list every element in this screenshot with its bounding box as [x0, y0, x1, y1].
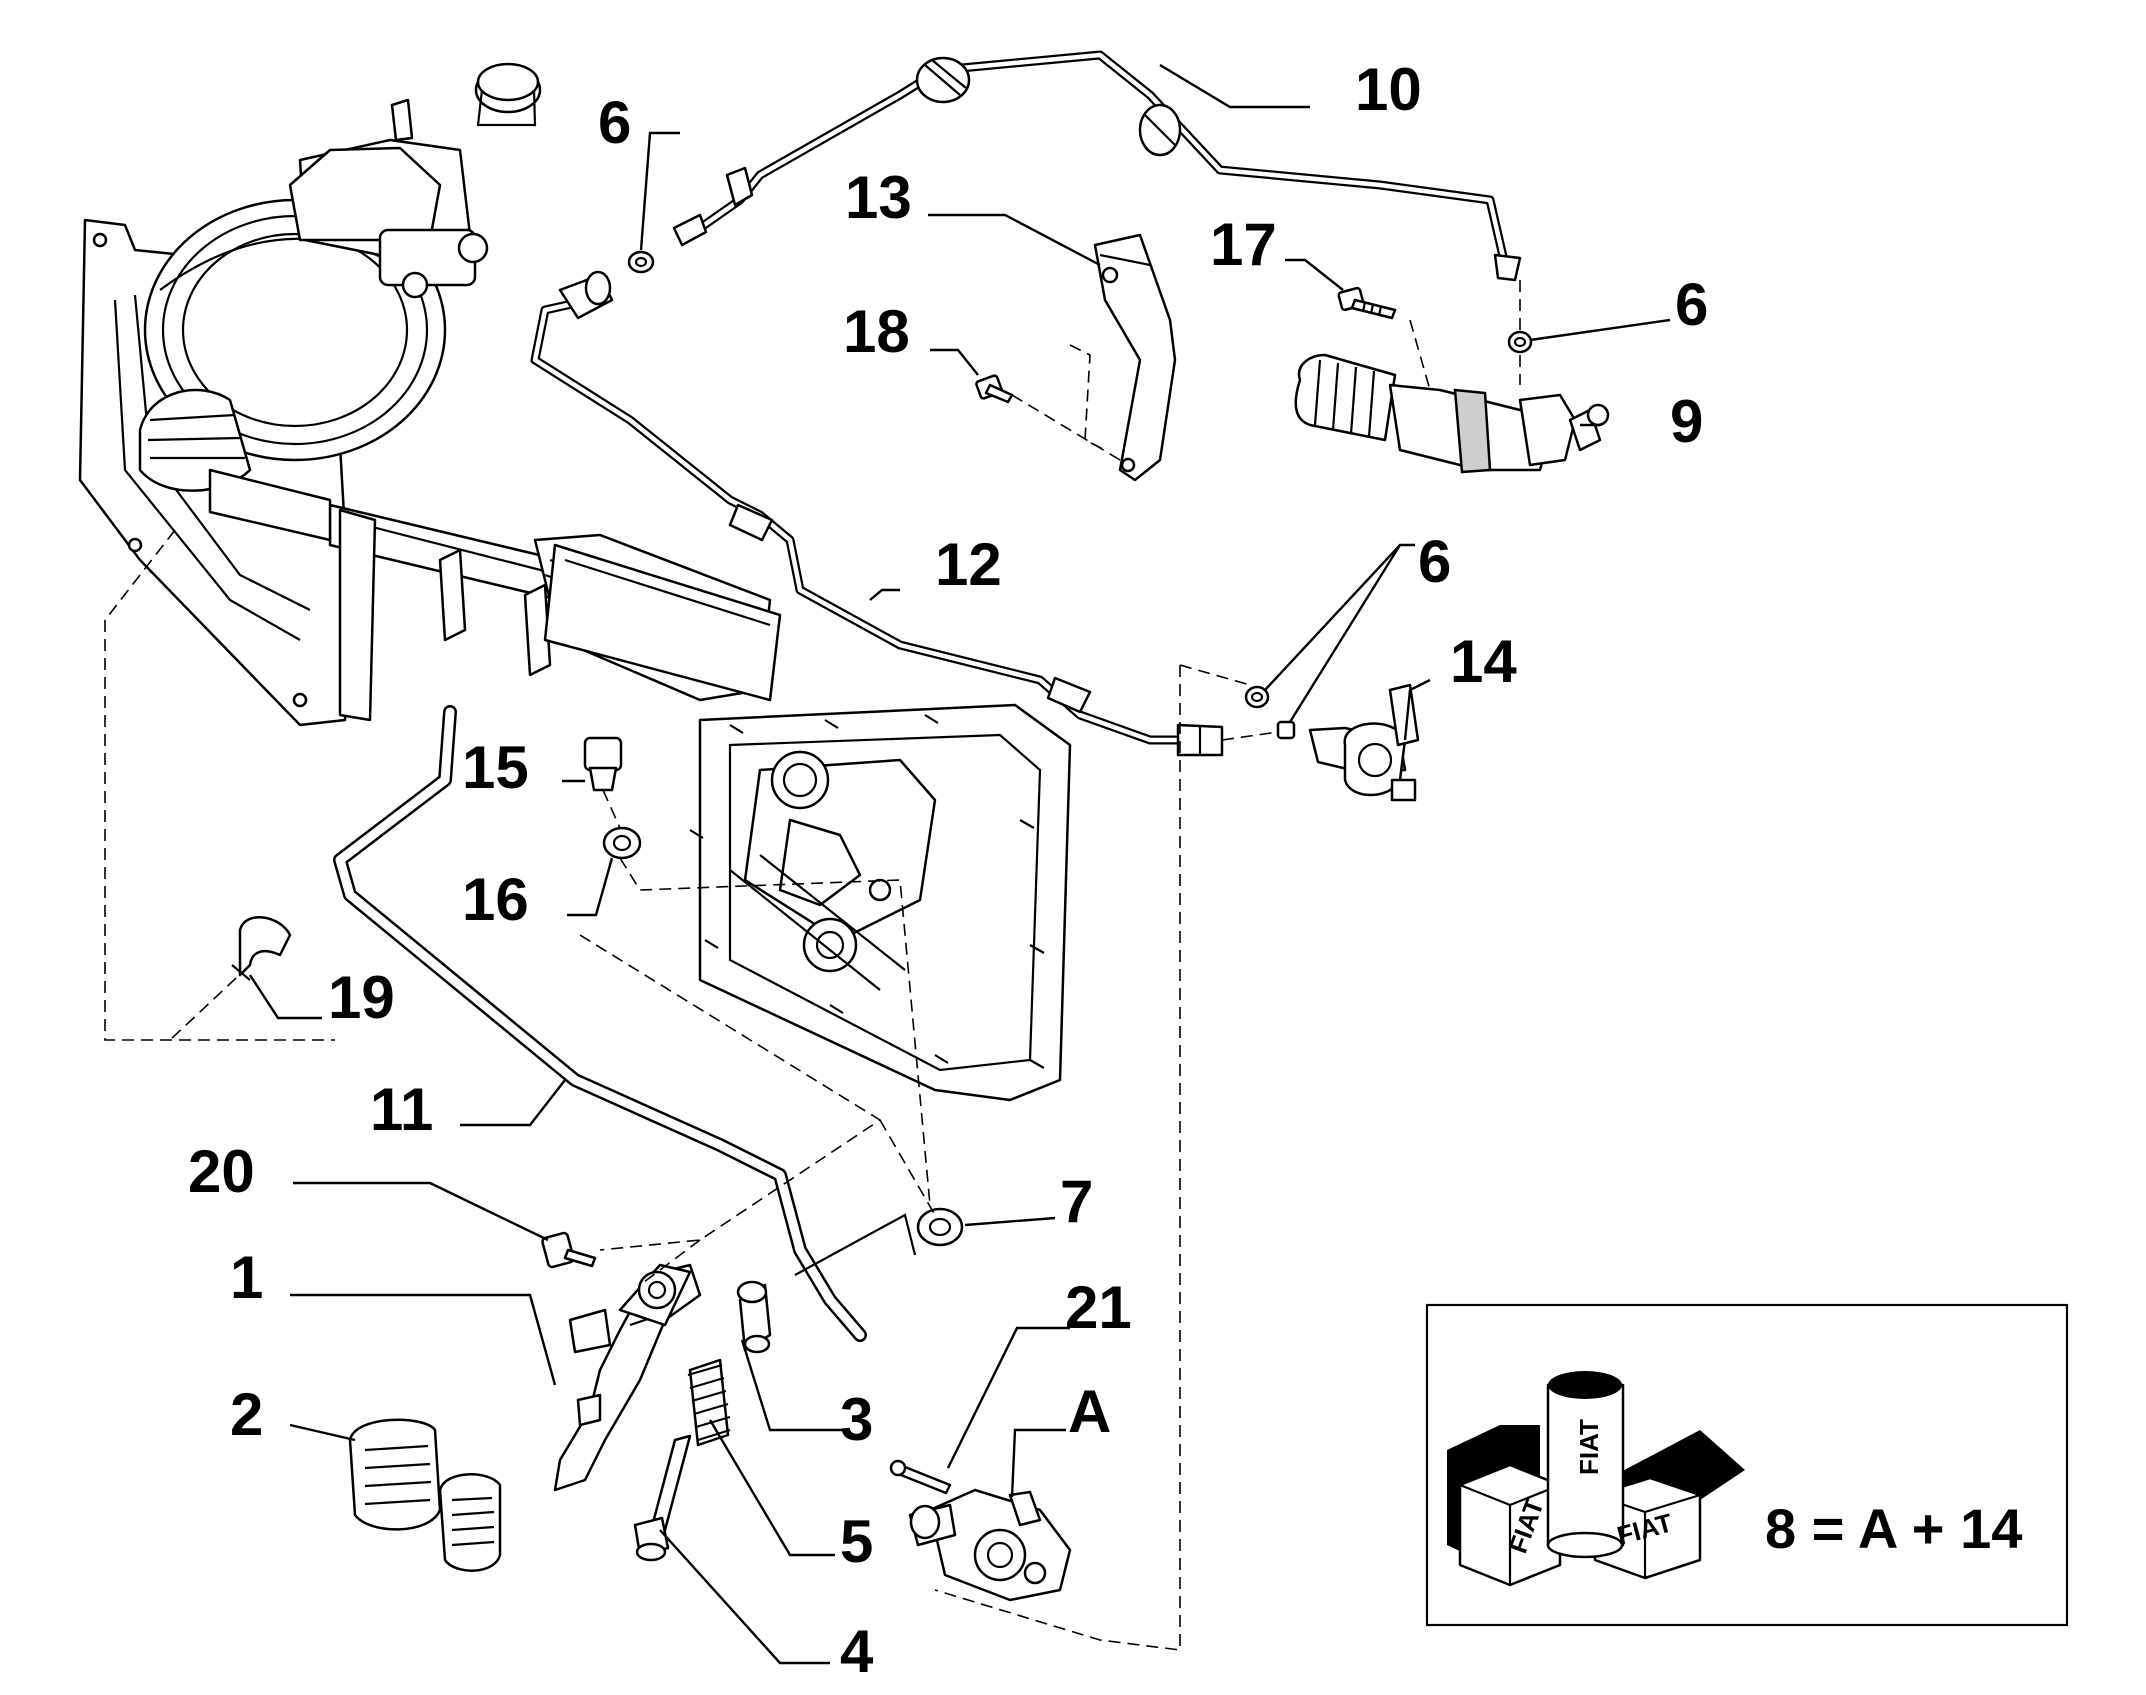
callout-13: 13	[845, 164, 912, 231]
callout-3: 3	[840, 1386, 873, 1453]
callout-20: 20	[188, 1138, 255, 1205]
callout-12: 12	[935, 531, 1002, 598]
assembly-guide-lines	[104, 280, 1521, 1651]
bolt-17	[1337, 286, 1397, 320]
bolt-20	[541, 1231, 597, 1269]
bracket-13	[1093, 233, 1177, 482]
callout-14: 14	[1450, 628, 1517, 695]
clutch-hose-11	[333, 705, 867, 1342]
switch-15	[583, 736, 623, 792]
fiat-logo-can: FIAT	[1574, 1419, 1604, 1475]
master-cylinder-A	[908, 1488, 1072, 1602]
leader-lines	[248, 63, 1671, 1665]
grommet-7	[916, 1207, 964, 1247]
connector-14	[1308, 683, 1420, 802]
callout-16: 16	[462, 866, 529, 933]
callout-18: 18	[843, 298, 910, 365]
seal-6-top	[627, 250, 655, 274]
callout-labels: 1 2 3 4 5 6 6 6 7 9 10 11 12 13 14 15 16…	[188, 56, 1708, 1685]
clutch-pedal-1	[553, 1263, 702, 1492]
callout-10: 10	[1355, 56, 1422, 123]
pedal-mounting-plate	[543, 543, 1072, 1102]
callout-6-lower: 6	[1418, 528, 1451, 595]
bolt-18	[975, 374, 1014, 404]
clutch-pipe-10	[672, 50, 1522, 282]
bolt-4	[633, 1434, 692, 1562]
callout-17: 17	[1210, 211, 1277, 278]
callout-19: 19	[328, 964, 395, 1031]
clutch-pipe-12	[530, 270, 1224, 757]
callout-6-right: 6	[1675, 271, 1708, 338]
brake-booster-assembly	[78, 62, 772, 727]
slave-cylinder-9	[1294, 353, 1610, 474]
callout-1: 1	[230, 1244, 263, 1311]
callout-5: 5	[840, 1508, 873, 1575]
washer-16	[602, 826, 642, 860]
callout-15: 15	[462, 734, 529, 801]
pedal-pad-2	[348, 1418, 442, 1531]
kit-legend-box: FIAT FIAT FIAT 8 = A + 14	[1425, 1303, 2069, 1627]
callout-11: 11	[370, 1076, 433, 1143]
callout-9: 9	[1670, 388, 1703, 455]
kit-formula: 8 = A + 14	[1765, 1497, 2022, 1560]
seal-6-right	[1507, 330, 1533, 354]
callout-6-top: 6	[598, 89, 631, 156]
callout-7: 7	[1060, 1168, 1093, 1235]
seal-6-lower-a	[1244, 685, 1270, 709]
fiat-kit-icon: FIAT FIAT FIAT	[1447, 1371, 1745, 1587]
callout-2: 2	[230, 1381, 263, 1448]
spring-5	[687, 1358, 731, 1447]
pedal-pad-on-pedal	[438, 1473, 502, 1572]
pin-21	[889, 1459, 952, 1495]
callout-A: A	[1068, 1378, 1111, 1445]
bushing-3	[736, 1280, 772, 1354]
callout-21: 21	[1065, 1274, 1132, 1341]
callout-4: 4	[840, 1618, 874, 1685]
seal-6-lower-b	[1276, 720, 1296, 740]
clip-19	[231, 916, 292, 981]
